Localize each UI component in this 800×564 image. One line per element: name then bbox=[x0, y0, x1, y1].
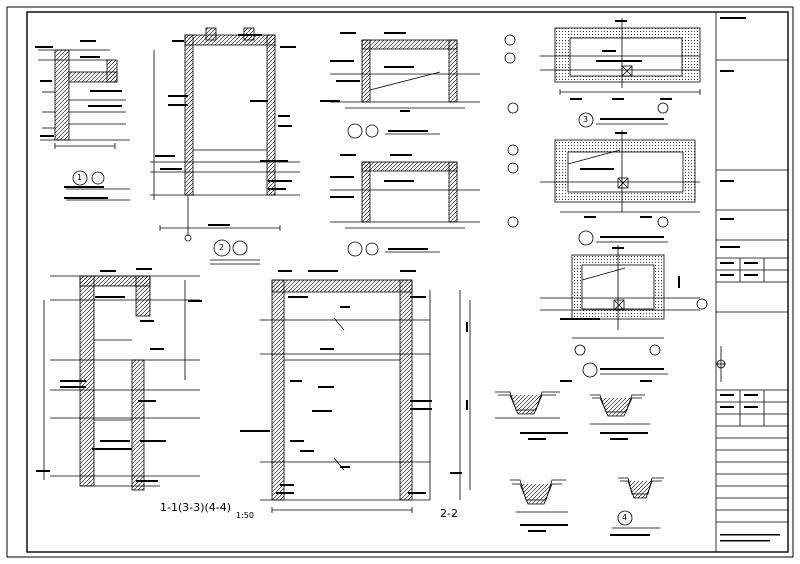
detail-2b-top bbox=[330, 39, 480, 139]
detail-3a-generator-room-middle bbox=[507, 130, 700, 246]
section-1-1 bbox=[43, 275, 200, 491]
detail-3b-generator-room-lower bbox=[540, 245, 708, 378]
section-2-2-label: 2-2 bbox=[440, 507, 458, 520]
title-block-text-blocks bbox=[720, 17, 780, 542]
detail-3-bubble-number: 3 bbox=[583, 115, 589, 124]
detail-2-text-blocks bbox=[155, 34, 296, 226]
detail-2b-bottom bbox=[330, 161, 480, 257]
detail-3-generator-room-exhaust-top bbox=[504, 18, 701, 128]
detail-3b-text bbox=[560, 247, 680, 370]
section-1-1-label: 1-1(3-3)(4-4) bbox=[160, 501, 232, 514]
detail-2-bubble-number: 2 bbox=[219, 243, 225, 252]
outer-border bbox=[6, 6, 794, 558]
detail-1-text-blocks bbox=[35, 40, 122, 199]
trench-details bbox=[495, 391, 664, 529]
scale-label: 1:50 bbox=[236, 511, 254, 520]
detail-1-roof-parapet bbox=[38, 49, 130, 201]
detail-2-vent-shaft bbox=[150, 27, 300, 265]
detail-2b-bottom-text bbox=[330, 154, 428, 250]
detail-1-bubble-number: 1 bbox=[77, 173, 83, 182]
detail-3-top-text bbox=[570, 20, 672, 120]
section-2-2 bbox=[260, 279, 471, 513]
detail-3a-text bbox=[580, 132, 664, 238]
title-block bbox=[715, 12, 788, 552]
section-1-1-text bbox=[36, 268, 202, 482]
trench-details-text bbox=[520, 380, 652, 536]
detail-2b-top-text bbox=[320, 32, 428, 132]
section-2-2-text bbox=[240, 270, 468, 494]
detail-4-bubble-number: 4 bbox=[622, 513, 628, 522]
